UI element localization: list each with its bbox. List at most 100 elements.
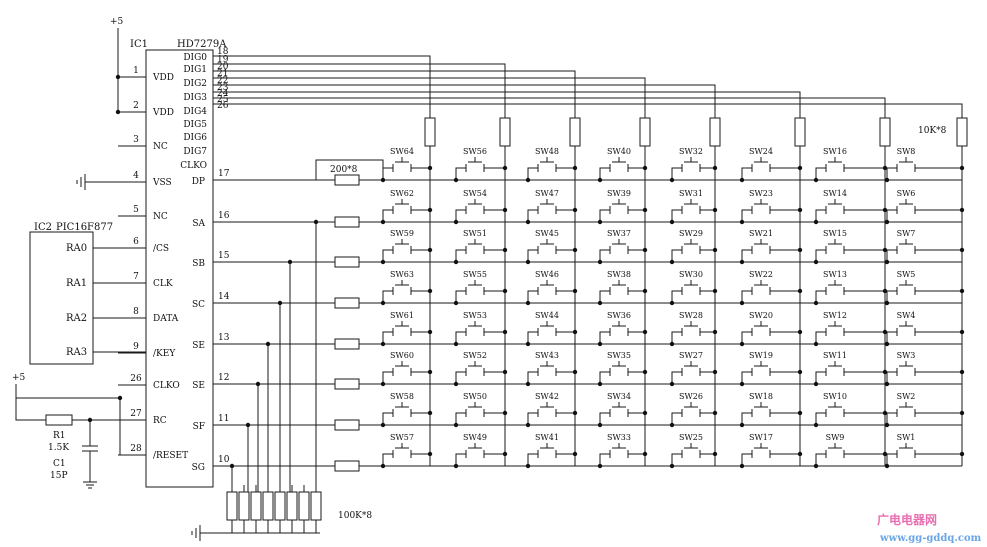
junction-dot <box>380 219 386 225</box>
switch-label: SW2 <box>897 392 916 401</box>
junction-dot <box>813 219 819 225</box>
junction-dot <box>642 288 648 294</box>
switch-lead <box>382 167 393 180</box>
ic2-body <box>29 231 94 365</box>
pulldown-resistor <box>262 491 274 521</box>
ic1-pin-number: 26 <box>217 101 229 111</box>
switch-lead <box>815 331 826 344</box>
switch-label: SW50 <box>463 392 487 401</box>
series-resistor <box>334 174 360 186</box>
switch-lead <box>527 371 538 384</box>
switch-lead <box>886 249 897 262</box>
junction-dot <box>882 410 888 416</box>
pulldown-resistor <box>250 491 262 521</box>
ic1-pin-name: VDD <box>152 108 174 118</box>
pulldown-resistor <box>298 491 310 521</box>
junction-dot <box>959 410 965 416</box>
series-resistor <box>334 216 360 228</box>
junction-dot <box>380 259 386 265</box>
junction-dot <box>597 300 603 306</box>
switch-label: SW51 <box>463 229 487 238</box>
switch-label: SW47 <box>535 189 559 198</box>
dig-bus-wire <box>213 55 431 118</box>
r1-ref: R1 <box>53 431 66 441</box>
junction-dot <box>739 177 745 183</box>
junction-dot <box>712 329 718 335</box>
junction-dot <box>453 381 459 387</box>
switch-label: SW57 <box>390 433 414 442</box>
ic1-ref: IC1 <box>130 39 148 50</box>
junction-dot <box>427 329 433 335</box>
junction-dot <box>115 74 121 80</box>
switch-lead <box>741 209 752 222</box>
junction-dot <box>642 165 648 171</box>
switch-lead <box>455 331 466 344</box>
junction-dot <box>712 451 718 457</box>
junction-dot <box>572 369 578 375</box>
switch-label: SW13 <box>823 270 847 279</box>
junction-dot <box>669 300 675 306</box>
junction-dot <box>797 451 803 457</box>
junction-dot <box>884 381 890 387</box>
junction-dot <box>380 341 386 347</box>
switch-lead <box>599 167 610 180</box>
switch-lead <box>599 371 610 384</box>
switch-lead <box>741 453 752 466</box>
switch-lead <box>455 249 466 262</box>
junction-dot <box>597 381 603 387</box>
ic1-pin-number: 19 <box>217 55 229 65</box>
junction-dot <box>245 422 251 428</box>
junction-dot <box>427 247 433 253</box>
junction-dot <box>669 177 675 183</box>
switch-lead <box>886 290 897 303</box>
ic1-pin-name: /CS <box>153 244 169 254</box>
switch-lead <box>527 331 538 344</box>
junction-dot <box>525 177 531 183</box>
switch-label: SW59 <box>390 229 414 238</box>
junction-dot <box>525 219 531 225</box>
ic1-pin-number: 17 <box>218 169 230 179</box>
junction-dot <box>884 422 890 428</box>
switch-lead <box>527 453 538 466</box>
dig-bus-wire <box>213 103 963 118</box>
dig-bus-wire <box>213 70 576 118</box>
pullup-resistor <box>879 117 891 147</box>
switch-lead <box>382 290 393 303</box>
junction-dot <box>572 410 578 416</box>
pullup-resistor-label: 10K*8 <box>918 126 947 136</box>
junction-dot <box>959 165 965 171</box>
switch-lead <box>527 167 538 180</box>
switch-lead <box>741 331 752 344</box>
junction-dot <box>427 451 433 457</box>
switch-label: SW33 <box>607 433 631 442</box>
switch-label: SW31 <box>679 189 703 198</box>
ic1-pin-name: DIG4 <box>183 107 207 117</box>
switch-label: SW26 <box>679 392 703 401</box>
series-resistor <box>334 378 360 390</box>
ic1-pin-name: NC <box>153 212 168 222</box>
switch-label: SW39 <box>607 189 631 198</box>
junction-dot <box>502 329 508 335</box>
junction-dot <box>797 369 803 375</box>
junction-dot <box>642 369 648 375</box>
junction-dot <box>882 329 888 335</box>
junction-dot <box>813 259 819 265</box>
switch-label: SW21 <box>749 229 773 238</box>
series-resistor <box>334 460 360 472</box>
switch-lead <box>527 290 538 303</box>
switch-label: SW40 <box>607 147 631 156</box>
junction-dot <box>525 381 531 387</box>
switch-lead <box>599 412 610 425</box>
junction-dot <box>884 259 890 265</box>
ic1-pin-name: SC <box>192 300 205 310</box>
ic1-pin-number: 24 <box>217 89 229 99</box>
junction-dot <box>797 165 803 171</box>
series-resistor-label: 200*8 <box>330 165 358 175</box>
switch-lead <box>886 167 897 180</box>
ic2-part: PIC16F877 <box>56 222 113 233</box>
switch-lead <box>382 331 393 344</box>
junction-dot <box>882 165 888 171</box>
pulldown-resistor-label: 100K*8 <box>338 511 372 521</box>
junction-dot <box>265 341 271 347</box>
